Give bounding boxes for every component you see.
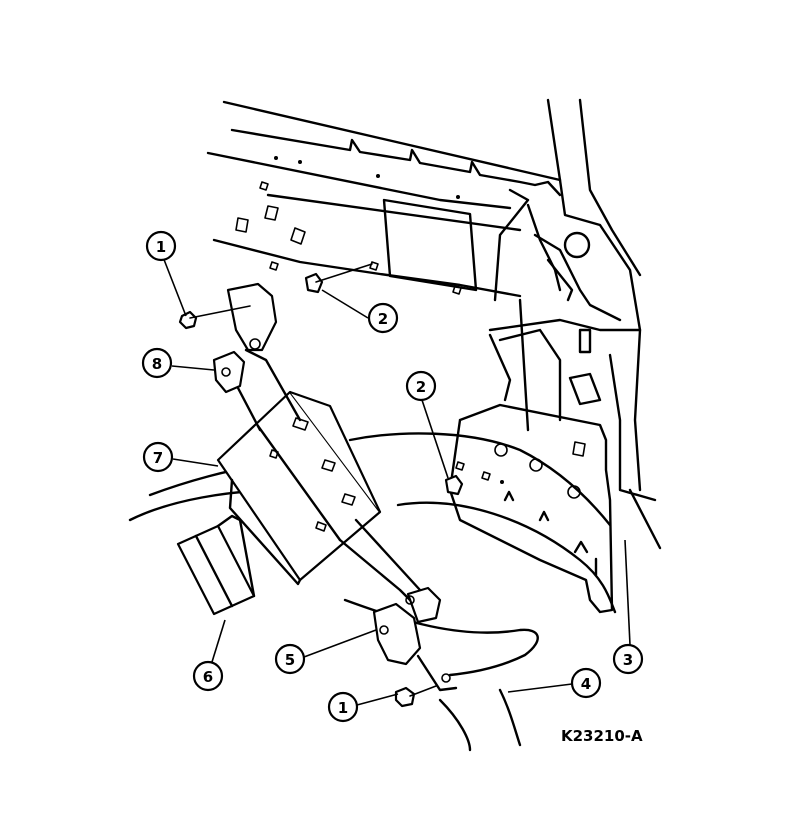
side-pillar: [488, 98, 662, 550]
callout-1-bottom: 1: [327, 691, 359, 723]
svg-text:4: 4: [581, 675, 591, 693]
figure-code: K23210-A: [561, 727, 643, 745]
callout-8: 8: [141, 347, 173, 379]
callout-6: 6: [192, 660, 224, 692]
svg-text:2: 2: [378, 310, 388, 328]
svg-text:6: 6: [203, 668, 213, 686]
wiring-connector: [176, 514, 256, 616]
svg-text:2: 2: [416, 378, 426, 396]
fasteners: [178, 263, 464, 708]
svg-text:3: 3: [623, 651, 633, 669]
callout-4: 4: [570, 667, 602, 699]
callout-2-top: 2: [367, 302, 399, 334]
body-panel: [206, 100, 562, 298]
svg-text:1: 1: [156, 238, 166, 256]
svg-text:1: 1: [338, 699, 348, 717]
callout-1-top: 1: [145, 230, 177, 262]
callout-7: 7: [142, 441, 174, 473]
callout-5: 5: [274, 643, 306, 675]
upper-bracket: [212, 282, 302, 432]
leader-lines: [162, 256, 631, 706]
mounting-bracket: [448, 403, 614, 614]
control-module: [216, 390, 382, 586]
svg-text:5: 5: [285, 651, 295, 669]
svg-text:8: 8: [152, 355, 162, 373]
svg-text:7: 7: [153, 449, 163, 467]
callout-2-right: 2: [405, 370, 437, 402]
lower-bracket: [338, 518, 458, 692]
callout-3: 3: [612, 643, 644, 675]
